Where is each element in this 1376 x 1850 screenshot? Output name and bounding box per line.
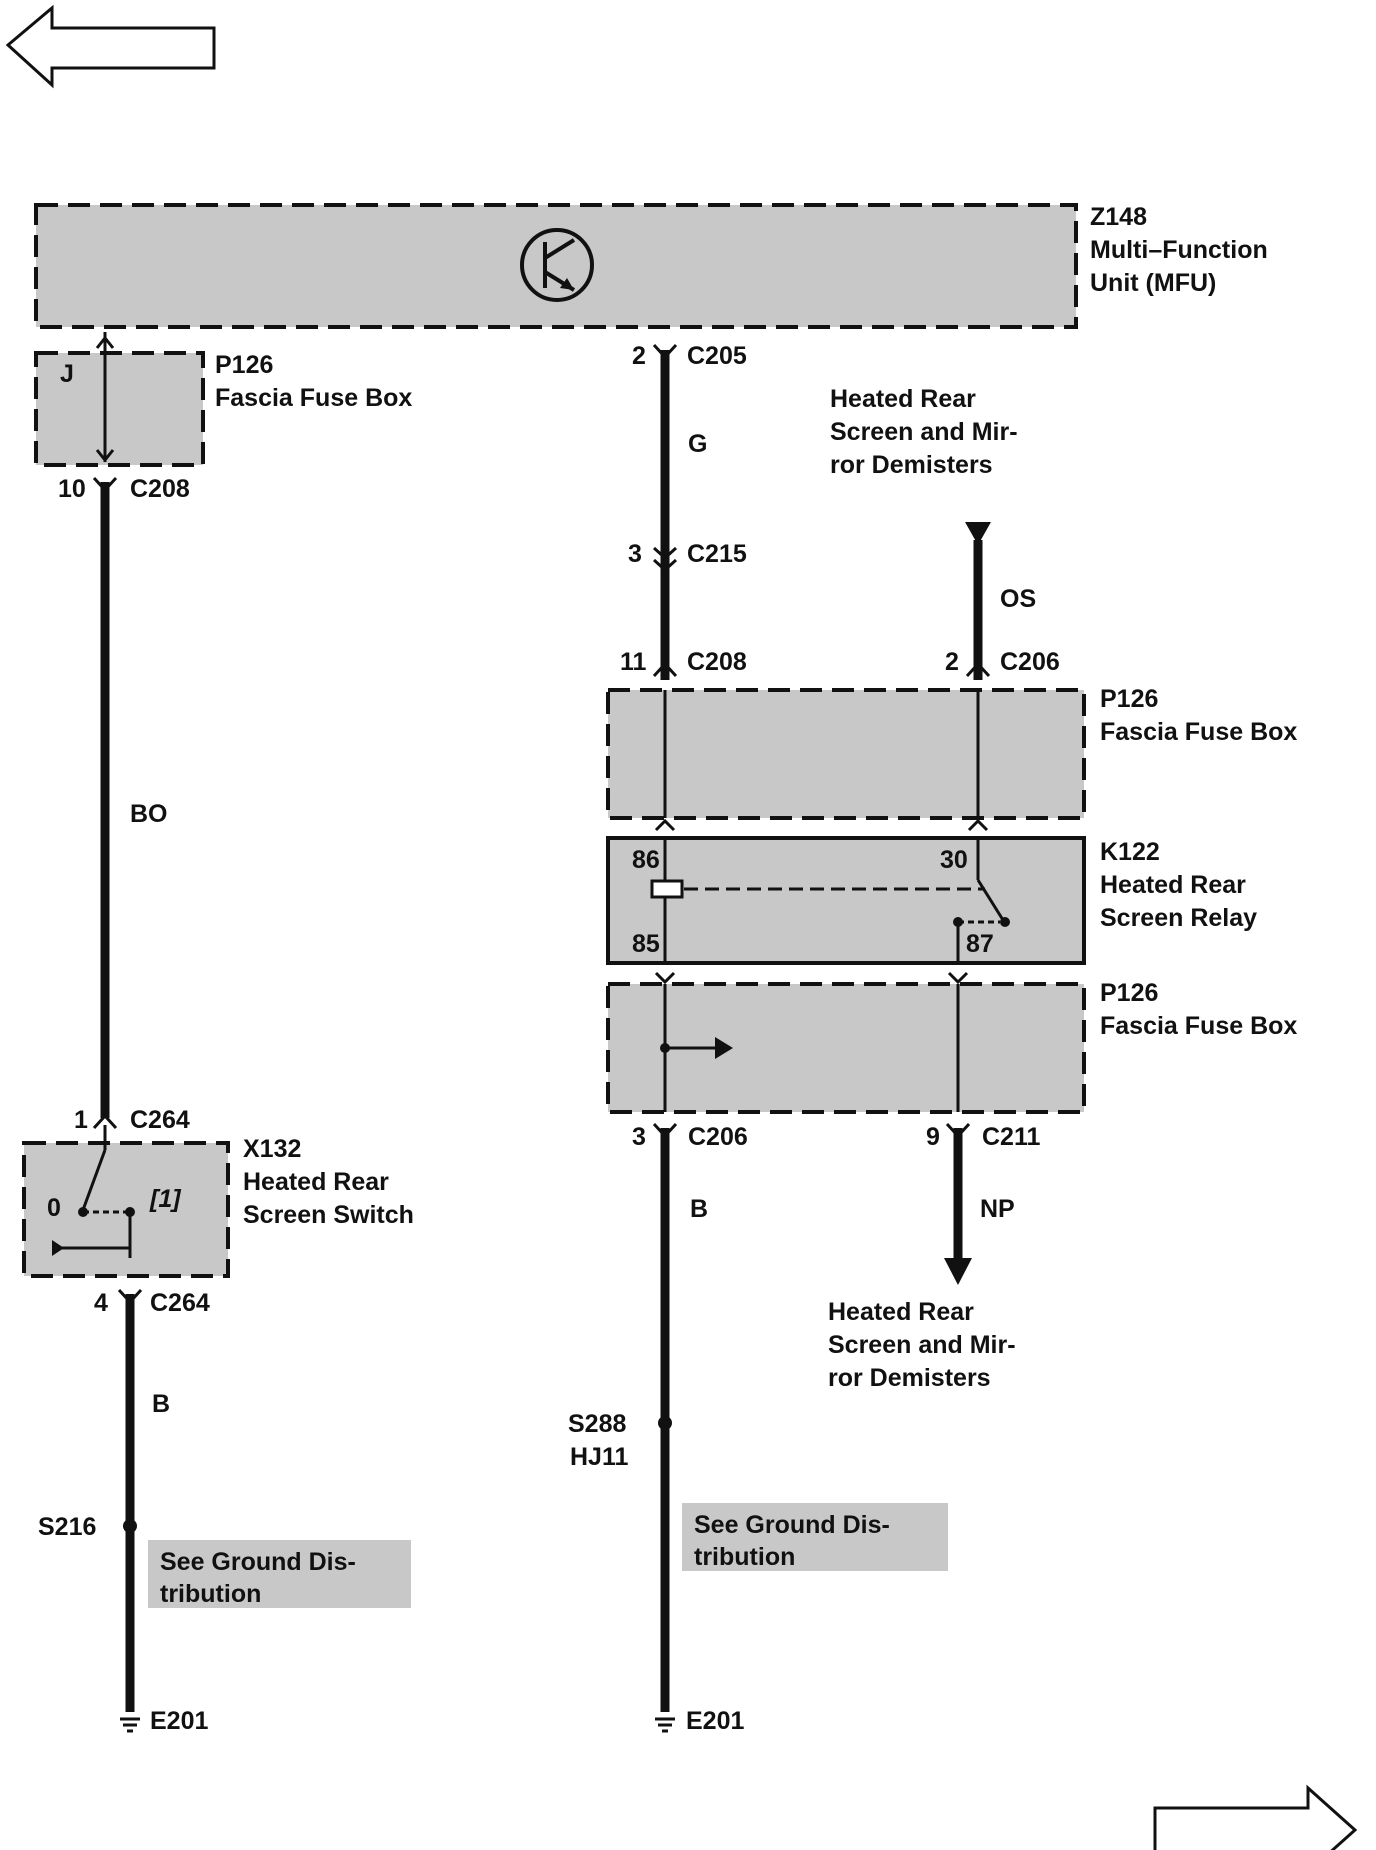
right-ground-note-line2[interactable]: tribution — [694, 1543, 795, 1571]
relay-connector-30 — [967, 818, 989, 832]
switch-contacts — [52, 1125, 135, 1258]
right-c215-symbol — [652, 546, 678, 573]
switch-pos1: [1] — [149, 1185, 182, 1213]
right-splice-sub: HJ11 — [570, 1443, 628, 1471]
right-c206-top-symbol — [965, 661, 991, 678]
feed-top-line2: Screen and Mir- — [830, 418, 1018, 446]
left-ground-symbol — [120, 1717, 140, 1733]
left-fuse-connector-top — [95, 335, 115, 349]
relay-name-line2: Screen Relay — [1100, 904, 1257, 932]
right-wire-np-label: NP — [980, 1195, 1015, 1223]
right-fuse-bottom-id: P126 — [1100, 979, 1158, 1007]
left-c264-top-pin: 1 — [74, 1106, 88, 1134]
left-c208-connector: C208 — [130, 475, 190, 503]
right-ground-symbol — [655, 1717, 675, 1733]
right-c206-bottom-connector: C206 — [688, 1123, 748, 1151]
switch-pos0: 0 — [47, 1194, 61, 1222]
relay-pin85: 85 — [632, 930, 660, 958]
fuse-bottom-stub-arrow — [715, 1037, 733, 1059]
transistor-icon — [520, 228, 594, 302]
right-fuse-bottom-name: Fascia Fuse Box — [1100, 1012, 1297, 1040]
right-c215-pin: 3 — [628, 540, 642, 568]
left-wire-b-label: B — [152, 1390, 170, 1418]
left-c264-top-connector: C264 — [130, 1106, 190, 1134]
right-c211-pin: 9 — [926, 1123, 940, 1151]
right-c206-top-connector: C206 — [1000, 648, 1060, 676]
left-c264-top-symbol — [92, 1113, 118, 1130]
left-c264-bottom-connector: C264 — [150, 1289, 210, 1317]
right-ground-id: E201 — [686, 1707, 744, 1735]
right-splice-dot — [658, 1416, 672, 1430]
relay-internals — [650, 838, 1010, 963]
switch-id: X132 — [243, 1135, 301, 1163]
arrow-right-icon[interactable] — [1153, 1784, 1358, 1850]
left-ground-note-line1[interactable]: See Ground Dis- — [160, 1548, 356, 1576]
os-feed-arrow — [965, 522, 991, 545]
left-splice-dot — [123, 1519, 137, 1533]
left-c208-pin: 10 — [58, 475, 86, 503]
mfu-module-box — [34, 203, 1078, 329]
right-c205-connector: C205 — [687, 342, 747, 370]
relay-id: K122 — [1100, 838, 1160, 866]
left-fuse-id: P126 — [215, 351, 273, 379]
mfu-id: Z148 — [1090, 203, 1147, 231]
feed-top-line3: ror Demisters — [830, 451, 993, 479]
left-ground-id: E201 — [150, 1707, 208, 1735]
left-splice-id: S216 — [38, 1513, 96, 1541]
feed-bottom-line3: ror Demisters — [828, 1364, 991, 1392]
switch-name-line1: Heated Rear — [243, 1168, 389, 1196]
feed-bottom-line1: Heated Rear — [828, 1298, 974, 1326]
relay-connector-87 — [947, 971, 969, 985]
left-fuse-name: Fascia Fuse Box — [215, 384, 412, 412]
right-splice-id: S288 — [568, 1410, 626, 1438]
switch-name-line2: Screen Switch — [243, 1201, 414, 1229]
right-c208-connector: C208 — [687, 648, 747, 676]
right-ground-note-line1[interactable]: See Ground Dis- — [694, 1511, 890, 1539]
feed-top-line1: Heated Rear — [830, 385, 976, 413]
left-wire-bo-label: BO — [130, 800, 168, 828]
right-fuse-top-id: P126 — [1100, 685, 1158, 713]
left-fuse-box — [34, 351, 205, 467]
right-c208-symbol — [652, 661, 678, 678]
relay-connector-85 — [654, 971, 676, 985]
fuse-bottom-junction — [660, 1043, 670, 1053]
feed-bottom-line2: Screen and Mir- — [828, 1331, 1016, 1359]
right-fuse-box-top — [606, 688, 1086, 820]
right-wire-g-label: G — [688, 430, 707, 458]
mfu-name-line2: Unit (MFU) — [1090, 269, 1216, 297]
relay-name-line1: Heated Rear — [1100, 871, 1246, 899]
right-c215-connector: C215 — [687, 540, 747, 568]
relay-connector-86 — [654, 818, 676, 832]
right-wire-b-label: B — [690, 1195, 708, 1223]
right-c208-pin: 11 — [620, 648, 647, 676]
left-c264-bottom-pin: 4 — [94, 1289, 108, 1317]
relay-pin30: 30 — [940, 846, 968, 874]
right-ground-note-bg — [682, 1503, 948, 1571]
right-c206-bottom-pin: 3 — [632, 1123, 646, 1151]
left-fuse-pin: J — [60, 360, 74, 388]
right-c205-pin: 2 — [632, 342, 646, 370]
right-fuse-top-name: Fascia Fuse Box — [1100, 718, 1297, 746]
mfu-name-line1: Multi–Function — [1090, 236, 1268, 264]
arrow-left-icon[interactable] — [5, 4, 216, 89]
left-fuse-connector-bottom — [95, 449, 115, 463]
left-ground-note-bg — [148, 1540, 411, 1608]
left-ground-note-line2[interactable]: tribution — [160, 1580, 261, 1608]
relay-pin87: 87 — [966, 930, 994, 958]
np-feed-arrow — [944, 1258, 972, 1285]
relay-pin86: 86 — [632, 846, 660, 874]
right-wire-os-label: OS — [1000, 585, 1036, 613]
heated-rear-screen-relay-box — [606, 836, 1086, 965]
right-c206-top-pin: 2 — [945, 648, 959, 676]
right-c211-connector: C211 — [982, 1123, 1040, 1151]
